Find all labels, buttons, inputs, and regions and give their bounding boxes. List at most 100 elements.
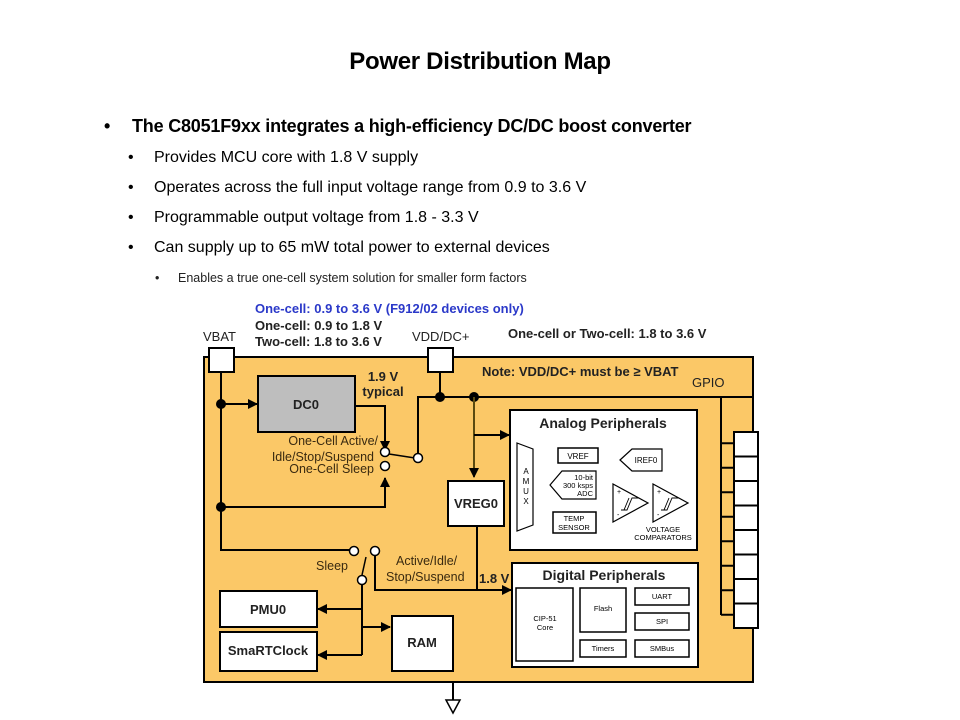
hysteresis-icon [661, 497, 679, 511]
comparator-plus: + [657, 489, 661, 496]
smartclock-label: SmaRTClock [228, 643, 309, 658]
pmu0-label: PMU0 [250, 602, 286, 617]
comparator-icon [652, 482, 690, 524]
amux-block [516, 442, 534, 532]
timers-label: Timers [592, 644, 615, 653]
vref-block [557, 447, 599, 464]
sleep-label: Sleep [316, 559, 348, 573]
temp-sensor-label-1: TEMP [564, 514, 585, 523]
smartclock-block [219, 631, 318, 672]
one-cell-note: One-cell: 0.9 to 1.8 V [255, 318, 382, 333]
comparator-plus: + [617, 489, 621, 496]
hysteresis-icon [621, 497, 639, 511]
smbus-block [634, 639, 690, 658]
adc-label-1: 10-bit [574, 473, 594, 482]
gpio-pin[interactable] [733, 602, 759, 629]
vreg0-label: VREG0 [454, 496, 498, 511]
vdd-to-switch-wire [417, 396, 753, 454]
bullet-glyph: • [128, 239, 134, 256]
analog-peripherals-title: Analog Peripherals [539, 415, 667, 431]
cip51-label-2: Core [537, 623, 553, 632]
sub-bullet-text: Can supply up to 65 mW total power to ex… [154, 239, 550, 256]
main-bullet-text: The C8051F9xx integrates a high-efficien… [132, 116, 692, 136]
uart-label: UART [652, 592, 673, 601]
amux-letter: M [523, 477, 530, 486]
adc-block [549, 470, 597, 500]
amux-letter: A [523, 467, 529, 476]
gpio-bus-wire [697, 396, 722, 615]
active-modes-label: Active/Idle/ [396, 554, 458, 568]
iref0-label: IREF0 [635, 456, 658, 465]
ground-icon [444, 699, 462, 715]
ram-block [391, 615, 454, 672]
switch-contact-sleep[interactable] [379, 460, 391, 472]
adc-label-3: ADC [577, 489, 593, 498]
temp-sensor-block [552, 511, 597, 534]
gpio-pin[interactable] [733, 578, 759, 605]
flash-block [579, 587, 627, 633]
switch-contact-active[interactable] [379, 446, 391, 458]
flash-label: Flash [594, 604, 612, 613]
vbat-to-sleep-mode-wire [220, 507, 353, 551]
gpio-pin[interactable] [733, 529, 759, 556]
vbat-label: VBAT [203, 329, 236, 344]
vdd-label: VDD/DC+ [412, 329, 469, 344]
uart-block [634, 587, 690, 606]
dc0-output-wire [355, 405, 390, 451]
smbus-label: SMBus [650, 644, 674, 653]
one-cell-active-label: One-Cell Active/ [288, 434, 378, 448]
active-modes-label-2: Stop/Suspend [386, 570, 465, 584]
comparators-label-1: VOLTAGE [646, 525, 680, 534]
vreg0-output-voltage: 1.8 V [479, 571, 510, 586]
bullet-glyph: • [104, 116, 111, 136]
vdd-pin[interactable] [427, 347, 454, 373]
two-cell-note: Two-cell: 1.8 to 3.6 V [255, 334, 382, 349]
bullet-glyph: • [128, 149, 134, 166]
one-cell-active-label-2: Idle/Stop/Suspend [272, 450, 374, 464]
gpio-pin[interactable] [733, 504, 759, 531]
cip51-label-1: CIP-51 [533, 614, 556, 623]
sleep-switch-lever [361, 556, 367, 576]
switch-lever [388, 453, 416, 459]
gpio-pin[interactable] [733, 431, 759, 458]
slide-title: Power Distribution Map [349, 48, 611, 75]
amux-letter: U [523, 487, 529, 496]
switch-common[interactable] [412, 452, 424, 464]
amux-letter: X [523, 497, 529, 506]
bullet-glyph: • [155, 271, 160, 285]
dc0-output-voltage: 1.9 V [368, 369, 399, 384]
sleep-switch-common[interactable] [356, 574, 368, 586]
pmu0-block [219, 590, 318, 628]
sleep-switch-contact-active[interactable] [369, 545, 381, 557]
analog-peripherals-block [509, 409, 698, 551]
gpio-label: GPIO [692, 375, 725, 390]
iref0-block [619, 448, 663, 472]
vref-label: VREF [567, 452, 588, 461]
one-cell-f912-note: One-cell: 0.9 to 3.6 V (F912/02 devices … [255, 301, 524, 316]
sub-bullet-text: Provides MCU core with 1.8 V supply [154, 149, 419, 166]
adc-label-2: 300 ksps [563, 481, 593, 490]
sub-sub-bullet-text: Enables a true one-cell system solution … [178, 271, 527, 285]
spi-label: SPI [656, 617, 668, 626]
sub-bullet-text: Programmable output voltage from 1.8 - 3… [154, 209, 479, 226]
ram-label: RAM [407, 635, 437, 650]
vbat-pin[interactable] [208, 347, 235, 373]
gpio-pin[interactable] [733, 455, 759, 482]
gpio-pin[interactable] [733, 480, 759, 507]
spi-block [634, 612, 690, 631]
dc0-label: DC0 [293, 397, 319, 412]
gpio-pin[interactable] [733, 553, 759, 580]
comparator-minus: - [617, 512, 620, 519]
vdd-vbat-note: Note: VDD/DC+ must be ≥ VBAT [482, 364, 679, 379]
sleep-switch-contact-sleep[interactable] [348, 545, 360, 557]
one-cell-sleep-label: One-Cell Sleep [289, 462, 374, 476]
digital-peripherals-title: Digital Peripherals [543, 567, 666, 583]
bullet-glyph: • [128, 179, 134, 196]
vbat-to-sleep-switch-wire [221, 477, 390, 508]
gpio-pin-group [721, 431, 759, 629]
vdd-range-note: One-cell or Two-cell: 1.8 to 3.6 V [508, 326, 707, 341]
comparator-icon [612, 482, 650, 524]
dc0-block [257, 375, 356, 433]
dc0-output-typical: typical [362, 384, 403, 399]
